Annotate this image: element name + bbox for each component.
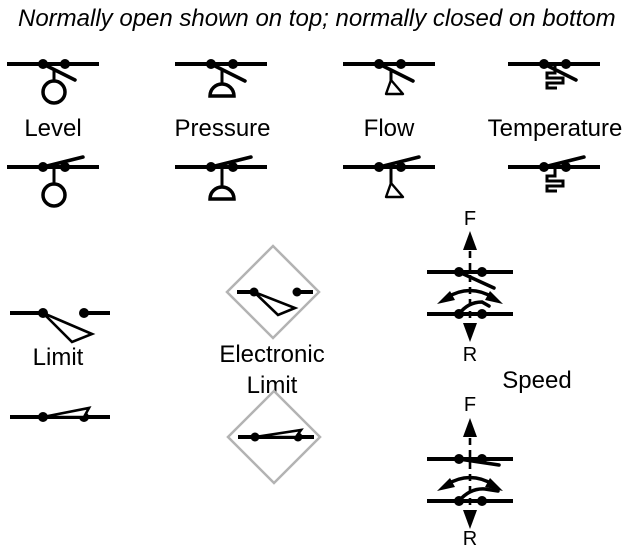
diagram-title: Normally open shown on top; normally clo… bbox=[18, 5, 616, 32]
diaphragm-icon bbox=[208, 185, 236, 201]
limit-lever-icon bbox=[253, 290, 299, 317]
speed-reverse-label: R bbox=[462, 528, 478, 550]
pressure-switch-normally-closed-icon bbox=[175, 155, 267, 201]
float-icon bbox=[41, 79, 67, 105]
flow-label: Flow bbox=[363, 115, 415, 142]
level-label: Level bbox=[24, 115, 82, 142]
electronic-limit-normally-open-icon bbox=[225, 244, 321, 340]
pressure-label: Pressure bbox=[174, 115, 271, 142]
level-switch-normally-open-icon bbox=[7, 59, 99, 105]
speed-switch-normally-closed-icon bbox=[427, 418, 513, 529]
rotation-arrowhead-left-icon bbox=[437, 478, 455, 491]
limit-lever-icon bbox=[254, 428, 304, 439]
limit-switch-normally-closed-icon bbox=[10, 406, 110, 422]
speed-forward-label: F bbox=[463, 394, 477, 416]
flow-paddle-icon bbox=[384, 78, 405, 96]
flow-paddle-icon bbox=[384, 181, 405, 199]
temperature-switch-normally-closed-icon bbox=[508, 155, 600, 193]
pressure-switch-normally-open-icon bbox=[175, 59, 267, 98]
forward-arrow-icon bbox=[463, 418, 477, 437]
reverse-arrow-icon bbox=[463, 510, 477, 529]
electronic-enclosure-icon bbox=[225, 244, 321, 340]
flow-switch-normally-open-icon bbox=[343, 59, 435, 96]
temperature-switch-normally-open-icon bbox=[508, 59, 600, 90]
electronic-enclosure-icon bbox=[226, 389, 322, 485]
limit-switch-normally-open-icon bbox=[10, 308, 110, 344]
electronic-limit-normally-closed-icon bbox=[226, 389, 322, 485]
level-switch-normally-closed-icon bbox=[7, 155, 99, 208]
rotation-arrowhead-right-icon bbox=[485, 478, 503, 491]
forward-arrow-icon bbox=[463, 231, 477, 250]
bimetal-icon bbox=[545, 167, 565, 193]
limit-lever-icon bbox=[42, 406, 92, 419]
bimetal-icon bbox=[545, 66, 565, 90]
limit-lever-icon bbox=[42, 311, 96, 344]
electronic-limit-label-line1: Electronic bbox=[219, 341, 325, 368]
speed-reverse-label: R bbox=[462, 344, 478, 366]
speed-forward-label: F bbox=[463, 208, 477, 230]
diaphragm-icon bbox=[208, 82, 236, 98]
flow-switch-normally-closed-icon bbox=[343, 155, 435, 199]
temperature-label: Temperature bbox=[487, 115, 623, 142]
speed-switch-normally-open-icon bbox=[427, 231, 513, 342]
rotation-arrowhead-right-icon bbox=[485, 291, 503, 304]
limit-label: Limit bbox=[32, 344, 84, 371]
electronic-limit-label: Electronic Limit bbox=[192, 339, 352, 401]
reverse-arrow-icon bbox=[463, 323, 477, 342]
speed-label: Speed bbox=[502, 367, 572, 394]
rotation-arrowhead-left-icon bbox=[437, 291, 455, 304]
float-icon bbox=[41, 182, 67, 208]
